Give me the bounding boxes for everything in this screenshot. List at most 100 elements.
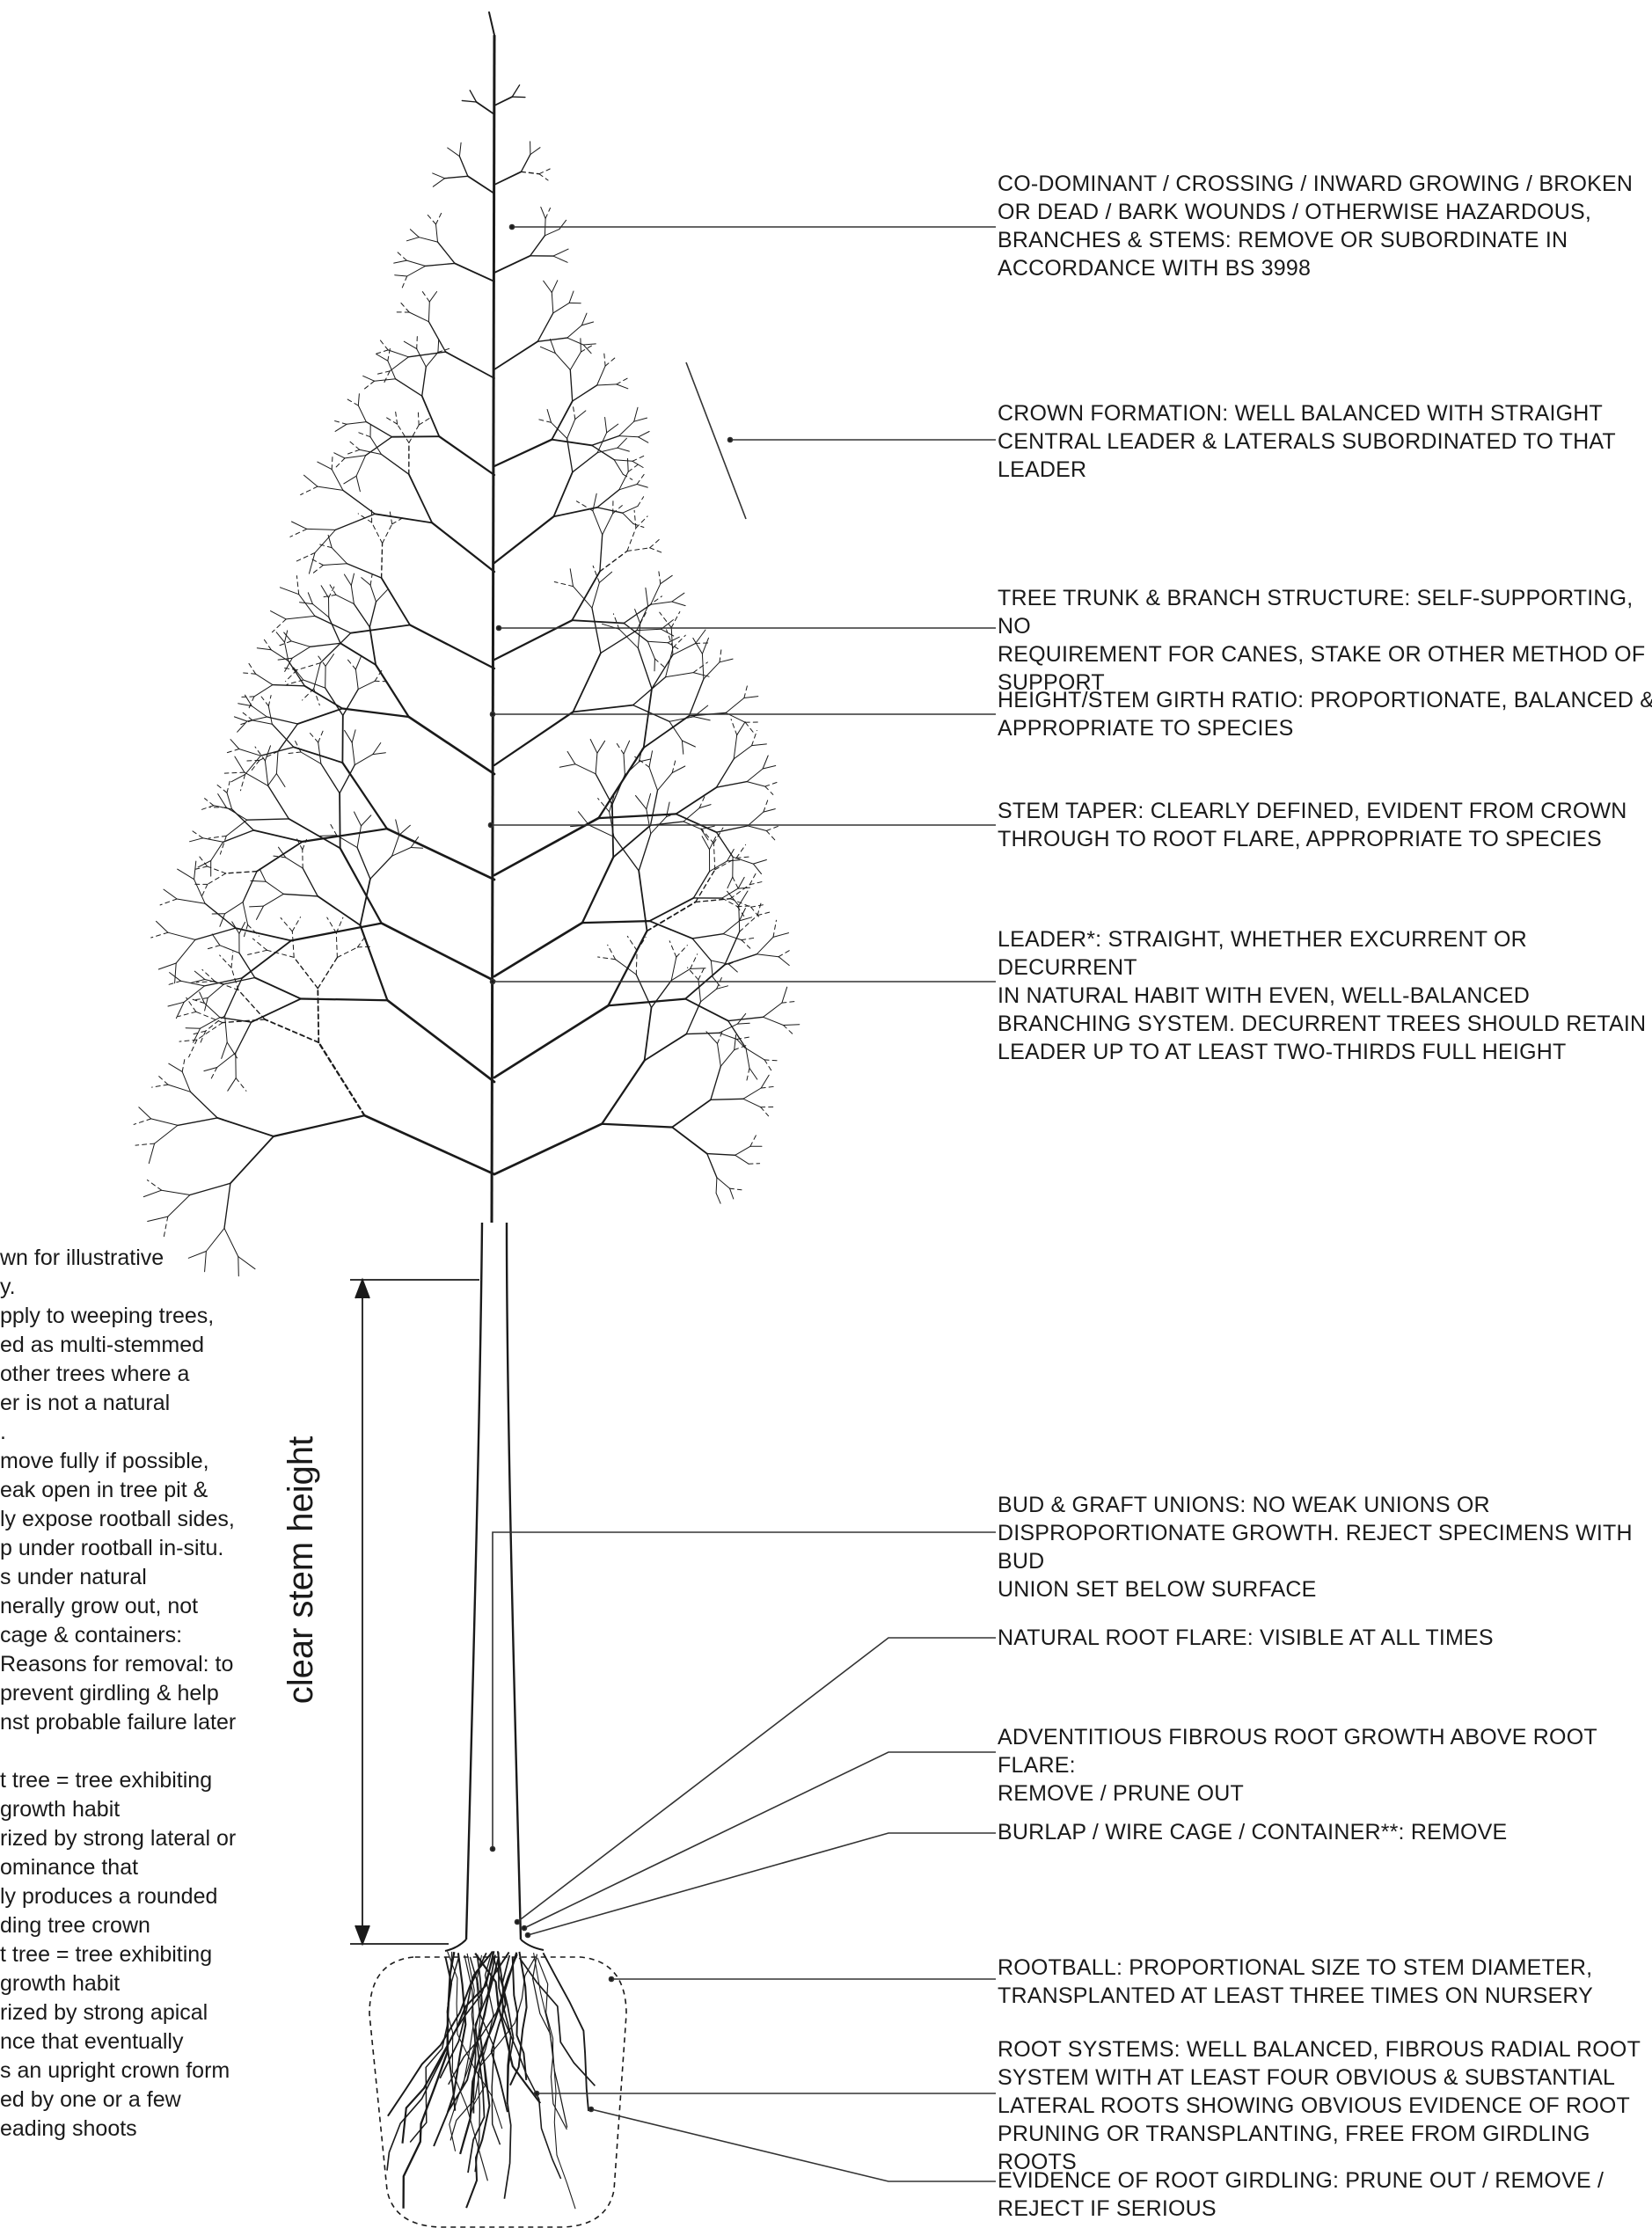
branch [380, 922, 496, 983]
branch [552, 248, 569, 257]
branch [744, 721, 755, 734]
branch [432, 172, 446, 179]
branch [288, 818, 341, 850]
branch [581, 312, 588, 326]
branch [416, 348, 427, 368]
branch [727, 1019, 747, 1049]
branch [219, 954, 232, 968]
branch [647, 640, 655, 660]
branch [763, 799, 769, 813]
branch [613, 459, 624, 475]
branch [285, 615, 316, 620]
branch [568, 290, 574, 303]
branch [667, 636, 680, 644]
branch [193, 1027, 201, 1043]
branch [410, 847, 424, 849]
branch [736, 1012, 747, 1025]
branch [372, 752, 386, 756]
branch [150, 1118, 179, 1126]
branch [695, 642, 712, 644]
branch [238, 952, 256, 979]
branch [706, 1152, 736, 1156]
branch [264, 1019, 320, 1044]
branch [189, 1091, 218, 1119]
branch [138, 1107, 152, 1120]
branch [325, 687, 344, 717]
branch [272, 1114, 366, 1138]
branch [200, 1017, 221, 1029]
branch [691, 933, 724, 939]
branch [376, 354, 389, 362]
branch [615, 959, 637, 975]
branch [750, 903, 765, 908]
branch [252, 720, 273, 725]
branch [203, 1003, 221, 1019]
branch [716, 976, 723, 990]
branch [596, 432, 608, 454]
branch [313, 662, 321, 690]
container-outline [369, 1956, 627, 2228]
branch [363, 1114, 496, 1176]
branch [380, 453, 410, 475]
branch [209, 1067, 218, 1081]
branch [408, 311, 429, 323]
branch [264, 760, 269, 786]
branch [223, 771, 245, 774]
branch [604, 417, 608, 434]
branch [735, 1154, 749, 1165]
branch [636, 628, 662, 632]
branch [493, 619, 574, 661]
branch [741, 937, 755, 941]
branch [399, 302, 410, 313]
branch [341, 707, 410, 719]
branch [204, 902, 237, 929]
branch [438, 435, 496, 477]
branch [614, 741, 625, 755]
branch [395, 819, 400, 836]
branch [223, 1182, 231, 1230]
branch [736, 906, 745, 917]
branch [369, 573, 373, 586]
branch [267, 785, 289, 820]
branch [633, 417, 647, 422]
branch [589, 739, 598, 754]
branch [572, 451, 598, 473]
branch [201, 883, 208, 897]
branch [749, 1067, 758, 1080]
branch [256, 841, 303, 873]
branch [717, 1042, 721, 1067]
branch [493, 816, 600, 877]
branch [219, 913, 226, 927]
branch [596, 740, 606, 754]
root [402, 1951, 456, 2209]
root [469, 1956, 501, 2145]
branch [291, 646, 311, 659]
branch [199, 1030, 207, 1047]
branch [340, 642, 377, 666]
branch [597, 813, 677, 820]
branch [361, 814, 372, 827]
branch [666, 629, 674, 648]
branch [627, 464, 639, 472]
branch [156, 920, 169, 933]
branch [539, 346, 556, 354]
branch [289, 528, 308, 537]
branch [551, 280, 559, 293]
branch [189, 837, 203, 843]
branch [226, 1041, 238, 1059]
branch [706, 1152, 718, 1179]
branch [572, 704, 634, 713]
branch [734, 1034, 737, 1051]
branch [205, 1015, 226, 1032]
branch [613, 836, 640, 872]
branch [374, 513, 434, 524]
branch [546, 409, 552, 423]
branch [227, 1077, 237, 1092]
branch [335, 932, 338, 958]
branch [616, 384, 629, 390]
branch [216, 1052, 237, 1068]
branch [540, 206, 546, 219]
branch [357, 405, 367, 423]
branch [311, 603, 330, 618]
branch [177, 1117, 218, 1127]
